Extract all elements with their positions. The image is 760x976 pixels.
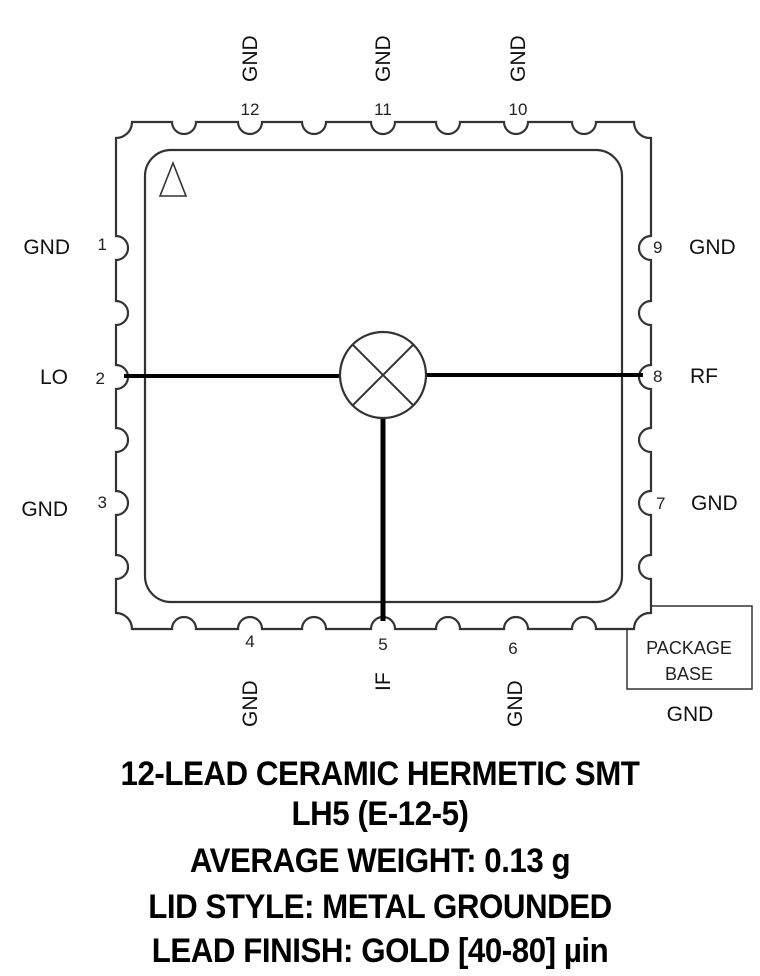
pin-name: GND [21,498,68,521]
package-base-connection: GND [667,703,714,726]
caption-package-type: 12-LEAD CERAMIC HERMETIC SMT [120,755,640,793]
pin-number: 11 [374,100,392,119]
triangle-icon [158,160,188,197]
pin-number: 8 [653,367,662,386]
package-pinout-diagram: 12 GND 11 GND 10 GND GND 1 LO 2 GND 3 9 … [21,35,753,727]
pin-number: 9 [653,238,662,257]
package-outline [114,120,653,631]
pin-10: 10 GND [507,35,530,119]
pin-11: 11 GND [372,35,395,119]
caption-lead-finish: LEAD FINISH: GOLD [40-80] µin [151,932,609,970]
pin-name: LO [40,366,68,389]
caption-package-code: LH5 (E-12-5) [291,795,469,833]
pin-name: GND [23,236,70,259]
pin-name: GND [239,680,262,727]
caption-weight: AVERAGE WEIGHT: 0.13 g [189,842,571,880]
pin-1: GND 1 [23,235,107,259]
pin-name: RF [690,365,718,388]
pin-4: 4 GND [239,632,262,727]
pin-12: 12 GND [239,35,262,119]
pin-5: 5 IF [372,635,395,691]
pin-name: GND [372,35,395,82]
pin-name: GND [689,236,736,259]
pin-9: 9 GND [653,236,736,259]
package-base: PACKAGE BASE GND [626,605,753,726]
mixer-icon [338,330,428,420]
pin-number: 1 [98,235,107,254]
pin-name: GND [239,35,262,82]
pin-8: 8 RF [653,365,718,388]
pin-3: GND 3 [21,493,107,521]
pin-name: GND [507,35,530,82]
pin-6: 6 GND [504,639,527,727]
pin-name: IF [372,672,395,691]
pin-number: 2 [96,369,105,388]
pin-number: 5 [378,635,387,654]
pin-number: 7 [656,494,665,513]
pin-2: LO 2 [40,366,105,389]
pin-number: 6 [508,639,517,658]
pin-number: 3 [98,493,107,512]
pin-number: 10 [509,100,528,119]
package-base-line2: BASE [665,664,713,684]
pin-name: GND [504,680,527,727]
caption-lid-style: LID STYLE: METAL GROUNDED [148,888,612,926]
pin-7: 7 GND [656,492,738,515]
pin-name: GND [691,492,738,515]
pin-number: 12 [241,100,260,119]
pin-number: 4 [245,632,254,651]
package-base-line1: PACKAGE [646,638,732,658]
